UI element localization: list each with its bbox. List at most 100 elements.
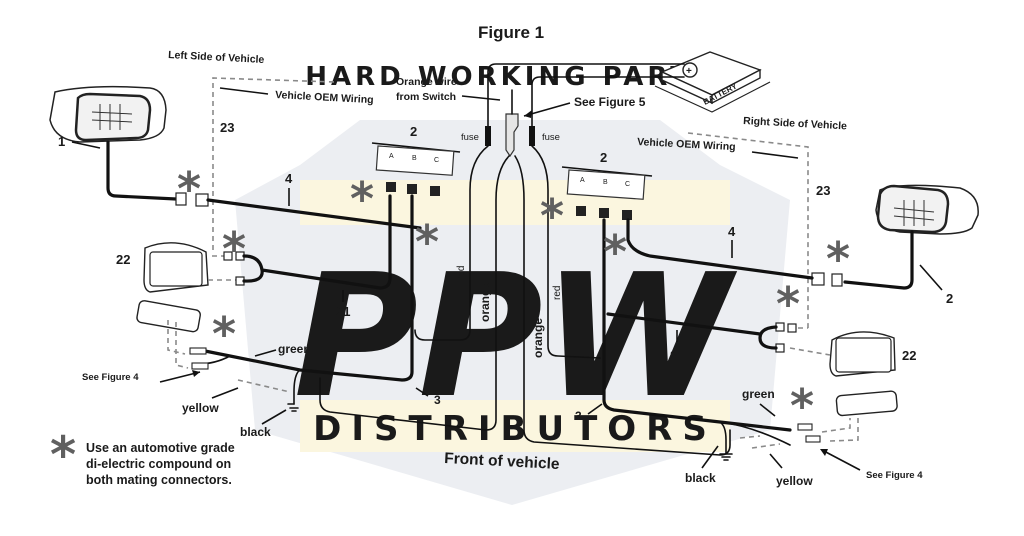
battery: + BATTERY xyxy=(654,51,771,113)
part-3-left: 3 xyxy=(434,393,441,407)
asterisk-icon: * xyxy=(790,379,814,433)
part-23-left: 23 xyxy=(220,120,234,135)
turn-light-right xyxy=(835,390,898,417)
yellow-label-left: yellow xyxy=(182,401,219,415)
black-label-right: black xyxy=(685,471,716,485)
see-figure-5-label: See Figure 5 xyxy=(574,95,646,109)
svg-text:C: C xyxy=(434,157,439,164)
part-21-right: 21 xyxy=(670,348,684,363)
part-2-headlight-right: 2 xyxy=(946,291,953,306)
svg-text:B: B xyxy=(412,155,417,162)
red-wire-right xyxy=(531,145,601,359)
part-1-label: 1 xyxy=(58,134,65,149)
turn-light-left xyxy=(136,300,201,333)
note: * Use an automotive grade di-electric co… xyxy=(50,426,235,487)
asterisk-icon: * xyxy=(415,215,439,269)
marker-light-right xyxy=(829,331,896,377)
svg-text:A: A xyxy=(389,153,394,160)
asterisk-icon: * xyxy=(177,162,201,216)
watermark-band-top xyxy=(300,180,730,225)
note-asterisk-icon: * xyxy=(50,426,76,484)
see-figure-4-left: See Figure 4 xyxy=(82,372,139,383)
harness-21-right xyxy=(606,312,778,350)
headlight-right xyxy=(875,184,979,235)
headlight-left xyxy=(49,85,167,143)
asterisk-icon: * xyxy=(603,225,627,279)
red-label-left: red xyxy=(456,266,467,280)
headlight-left-cable xyxy=(106,140,178,201)
control-module-right: A B C xyxy=(561,166,653,200)
orange-wire-label-1: Orange wire xyxy=(396,76,457,88)
part-4-left: 4 xyxy=(285,171,293,186)
fuse-left-label: fuse xyxy=(461,132,479,143)
red-wire-left xyxy=(414,145,489,341)
orange-wire-leader xyxy=(461,95,501,101)
harness-3-right xyxy=(602,218,792,432)
part-2-module-right: 2 xyxy=(600,150,607,165)
asterisk-icon: * xyxy=(212,307,236,361)
watermark-big-text: PPW xyxy=(294,238,738,436)
oem-right-arrow xyxy=(751,151,799,159)
svg-text:B: B xyxy=(603,179,608,186)
connector-right-headlight xyxy=(831,273,843,287)
yellow-label-right: yellow xyxy=(776,474,813,488)
asterisk-icon: * xyxy=(540,189,564,243)
asterisk-icon: * xyxy=(222,222,246,276)
black-label-left: black xyxy=(240,425,271,439)
control-module-left: A B C xyxy=(371,142,461,176)
orange-label-right: orange xyxy=(531,318,545,358)
green-label-right: green xyxy=(742,387,775,401)
part-21-left: 21 xyxy=(336,304,350,319)
part-23-right: 23 xyxy=(816,183,830,198)
note-line-2: di-electric compound on xyxy=(86,457,231,471)
watermark: PPW DISTRIBUTORS HARD WORKING PARTS xyxy=(235,62,790,505)
oem-boundary-right xyxy=(687,132,809,330)
part-22-right: 22 xyxy=(902,348,916,363)
see-figure-5-arrow xyxy=(523,102,571,117)
marker-light-left xyxy=(143,242,209,293)
harness-21-left xyxy=(242,194,392,290)
red-label-right: red xyxy=(552,286,563,300)
orange-label-left: orange xyxy=(478,282,492,322)
part-22-left: 22 xyxy=(116,252,130,267)
see-figure-4-right: See Figure 4 xyxy=(866,470,923,481)
svg-text:C: C xyxy=(625,181,630,188)
fuse-right-label: fuse xyxy=(542,132,560,143)
watermark-sub-text: DISTRIBUTORS xyxy=(313,409,717,449)
battery-terminal-icon xyxy=(682,62,698,78)
front-of-vehicle-label: Front of vehicle xyxy=(444,450,561,473)
left-side-label: Left Side of Vehicle xyxy=(168,49,265,66)
fuse-left-icon xyxy=(485,126,491,146)
harness-4-right xyxy=(626,218,814,280)
watermark-band-bottom xyxy=(300,400,730,452)
part-4-right: 4 xyxy=(728,224,736,239)
orange-wire-right xyxy=(514,155,731,456)
oem-wiring-left-label: Vehicle OEM Wiring xyxy=(275,89,374,106)
harness-4-left xyxy=(206,198,422,230)
asterisk-icon: * xyxy=(826,232,850,286)
oem-wiring-right-label: Vehicle OEM Wiring xyxy=(637,136,736,153)
figure-title: Figure 1 xyxy=(478,23,544,42)
svg-text:+: + xyxy=(686,66,692,77)
fuse-right-icon xyxy=(529,126,535,146)
headlight-right-cable xyxy=(843,230,914,290)
part-2-module-left: 2 xyxy=(410,124,417,139)
power-wire-left xyxy=(487,63,685,129)
power-wire-right xyxy=(531,76,685,129)
connector-left-headlight xyxy=(175,192,187,206)
oem-boundary-left xyxy=(212,77,336,250)
oem-left-arrow xyxy=(219,87,269,95)
green-label-left: green xyxy=(278,342,311,356)
orange-wire-left xyxy=(319,155,510,431)
asterisk-icon: * xyxy=(350,172,374,226)
note-line-3: both mating connectors. xyxy=(86,473,232,487)
part-3-right: 3 xyxy=(575,409,582,423)
asterisk-icon: * xyxy=(776,277,800,331)
svg-text:A: A xyxy=(580,177,585,184)
note-line-1: Use an automotive grade xyxy=(86,441,235,455)
orange-wire-label-2: from Switch xyxy=(396,91,456,103)
harness-3-left xyxy=(198,194,414,382)
right-side-label: Right Side of Vehicle xyxy=(743,115,847,132)
switch-connector xyxy=(505,113,519,158)
